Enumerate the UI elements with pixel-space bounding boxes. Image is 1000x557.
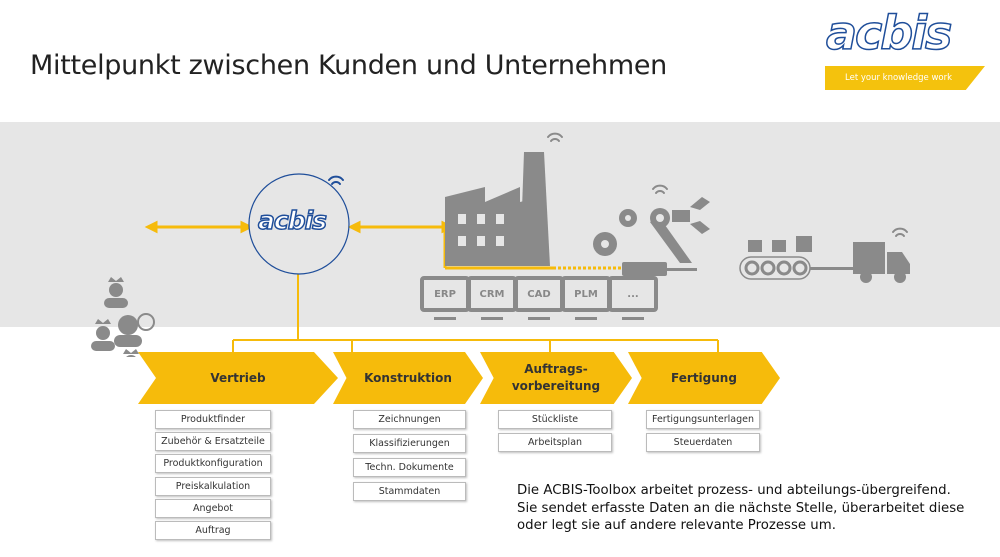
robot-arm-icon xyxy=(622,197,710,276)
acbis-logo: acbis xyxy=(825,5,953,61)
stage-auftragsvorbereitung: Auftrags-vorbereitung xyxy=(480,352,632,404)
description-line: Die ACBIS-Toolbox arbeitet prozess- und … xyxy=(517,483,951,498)
system-plm: PLM xyxy=(561,276,611,320)
stage-item: Stückliste xyxy=(498,410,612,429)
stage-item: Produktkonfiguration xyxy=(155,454,271,474)
system-more: ... xyxy=(608,276,658,320)
stage-fertigung: Fertigung xyxy=(628,352,780,404)
page-title: Mittelpunkt zwischen Kunden und Unterneh… xyxy=(30,50,667,81)
hub-logo: acbis xyxy=(257,205,328,236)
stage-item: Zubehör & Ersatzteile xyxy=(155,432,271,452)
stage-vertrieb: Vertrieb xyxy=(138,352,338,404)
stage-item: Produktfinder xyxy=(155,410,271,429)
system-crm: CRM xyxy=(467,276,517,320)
conveyor-icon xyxy=(739,236,855,280)
customers-icon xyxy=(91,277,142,357)
stage-item: Techn. Dokumente xyxy=(353,458,466,477)
stage-item: Stammdaten xyxy=(353,482,466,501)
factory-icon xyxy=(445,152,550,266)
stage-item: Fertigungsunterlagen xyxy=(646,410,760,429)
stage-item: Arbeitsplan xyxy=(498,432,612,452)
wifi-icon xyxy=(328,175,344,185)
tagline: Let your knowledge work xyxy=(825,66,985,90)
stage-item: Angebot xyxy=(155,498,271,518)
stage-item: Zeichnungen xyxy=(353,410,466,429)
system-cad: CAD xyxy=(514,276,564,320)
stage-item: Preiskalkulation xyxy=(155,476,271,496)
truck-icon xyxy=(853,242,910,283)
description-line: Sie sendet erfasste Daten an die nächste… xyxy=(517,500,965,516)
stage-konstruktion: Konstruktion xyxy=(333,352,483,404)
description-line: oder legt sie auf andere relevante Proze… xyxy=(517,518,836,533)
stage-item: Steuerdaten xyxy=(646,432,760,452)
gears-icon xyxy=(593,209,637,256)
system-erp: ERP xyxy=(420,276,470,320)
description: Die ACBIS-Toolbox arbeitet prozess- und … xyxy=(517,482,964,535)
acbis-hub xyxy=(248,173,350,275)
stage-item: Auftrag xyxy=(155,521,271,540)
illustration xyxy=(91,132,910,357)
stage-item: Klassifizierungen xyxy=(353,434,466,453)
